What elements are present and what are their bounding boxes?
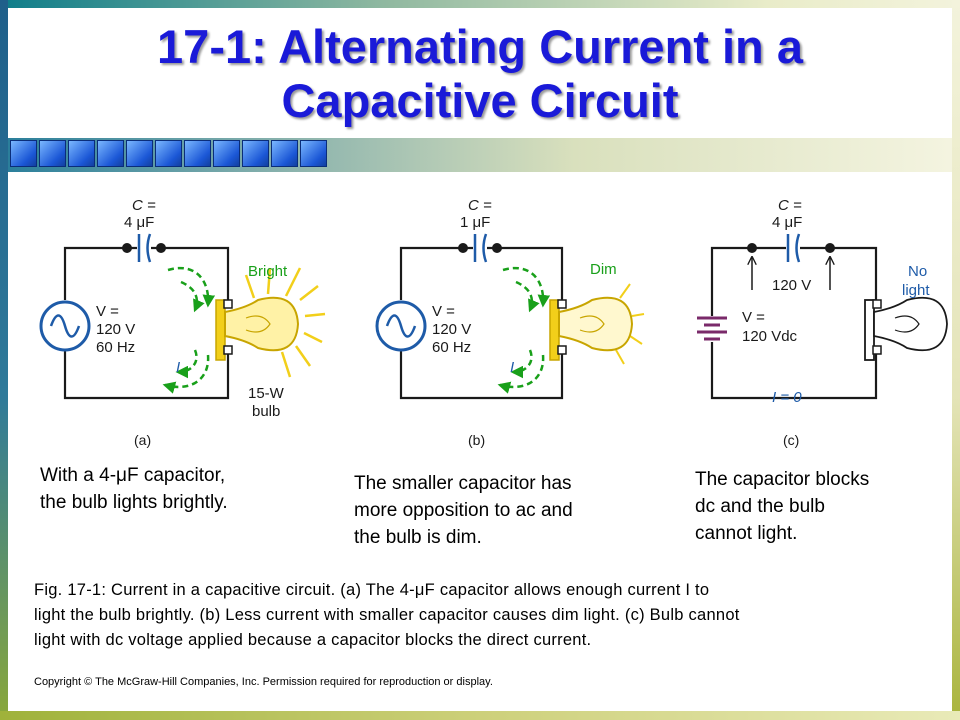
- light-bulb-icon: [864, 296, 948, 361]
- tile-icon: [10, 140, 37, 167]
- cap-c-label: C =: [132, 197, 156, 214]
- cap-c-label: C =: [778, 197, 802, 214]
- frame-top-border: [0, 0, 960, 8]
- panel-b: C = 1 μF V = 120 V 60 Hz Dim I (b): [375, 197, 645, 448]
- frame-bottom-border: [0, 711, 960, 720]
- tile-icon: [39, 140, 66, 167]
- title-line-2: Capacitive Circuit: [281, 74, 679, 127]
- copyright-notice: Copyright © The McGraw-Hill Companies, I…: [34, 676, 493, 688]
- cap-voltage-label: 120 V: [772, 277, 811, 294]
- tile-icon: [126, 140, 153, 167]
- current-label: I: [176, 359, 180, 376]
- cap-value-label: 4 μF: [772, 214, 802, 231]
- junction-dot: [458, 243, 468, 253]
- source-freq-label: 60 Hz: [96, 339, 135, 356]
- capacitor-icon: [137, 233, 152, 263]
- frame-right-border: [952, 0, 960, 720]
- tile-icon: [300, 140, 327, 167]
- figure-caption-line-3: light with dc voltage applied because a …: [34, 631, 592, 649]
- cap-value-label: 1 μF: [460, 214, 490, 231]
- caption-b-line-1: The smaller capacitor has: [354, 473, 572, 494]
- caption-a-line-2: the bulb lights brightly.: [40, 492, 228, 513]
- source-volts-label: 120 V: [432, 321, 471, 338]
- current-arrows: [162, 267, 216, 394]
- panel-a-label: (a): [134, 432, 151, 448]
- frame-left-border: [0, 0, 8, 720]
- current-arrows: [497, 267, 551, 394]
- tile-icon: [271, 140, 298, 167]
- junction-dot: [825, 243, 835, 253]
- caption-b: The smaller capacitor has more oppositio…: [354, 470, 573, 551]
- cap-value-label: 4 μF: [124, 214, 154, 231]
- tile-icon: [97, 140, 124, 167]
- tile-icon: [155, 140, 182, 167]
- caption-c: The capacitor blocks dc and the bulb can…: [695, 466, 869, 547]
- caption-c-line-3: cannot light.: [695, 523, 798, 544]
- caption-b-line-3: the bulb is dim.: [354, 527, 482, 548]
- light-rays: [244, 267, 326, 378]
- tile-icon: [68, 140, 95, 167]
- source-v-label: V =: [96, 303, 119, 320]
- title-line-1: 17-1: Alternating Current in a: [157, 20, 803, 73]
- junction-dot: [747, 243, 757, 253]
- caption-a-line-1: With a 4-μF capacitor,: [40, 465, 226, 486]
- figure-caption: Fig. 17-1: Current in a capacitive circu…: [34, 578, 924, 653]
- light-rays: [615, 283, 645, 365]
- decorative-tile-row: [10, 140, 327, 167]
- ac-source-icon: [375, 300, 427, 352]
- current-label: I: [510, 359, 514, 376]
- source-freq-label: 60 Hz: [432, 339, 471, 356]
- figure-caption-line-1: Fig. 17-1: Current in a capacitive circu…: [34, 581, 710, 599]
- junction-dot: [492, 243, 502, 253]
- caption-b-line-2: more opposition to ac and: [354, 500, 573, 521]
- cap-c-label: C =: [468, 197, 492, 214]
- figure-caption-line-2: light the bulb brightly. (b) Less curren…: [34, 606, 740, 624]
- status-bright-label: Bright: [248, 263, 288, 280]
- junction-dot: [122, 243, 132, 253]
- bulb-word-label: bulb: [252, 403, 280, 420]
- status-dim-label: Dim: [590, 261, 617, 278]
- source-v-label: V =: [742, 309, 765, 326]
- tile-icon: [242, 140, 269, 167]
- status-light-label: light: [902, 282, 930, 299]
- panel-c: C = 4 μF 120 V V = 120 Vdc No light I = …: [697, 197, 948, 448]
- slide-title: 17-1: Alternating Current in a Capacitiv…: [40, 20, 920, 128]
- source-v-label: V =: [432, 303, 455, 320]
- wires: [399, 246, 564, 400]
- tile-icon: [184, 140, 211, 167]
- wires: [710, 246, 878, 400]
- source-volts-label: 120 V: [96, 321, 135, 338]
- panel-b-label: (b): [468, 432, 485, 448]
- light-bulb-icon: [215, 267, 326, 378]
- bulb-rating-label: 15-W: [248, 385, 285, 402]
- caption-a: With a 4-μF capacitor, the bulb lights b…: [40, 462, 228, 516]
- source-volts-label: 120 Vdc: [742, 328, 798, 345]
- light-bulb-icon: [549, 283, 645, 365]
- panel-a: C = 4 μF V = 120 V 60 Hz Bright I 15-W b…: [39, 197, 326, 448]
- voltage-arrows: [752, 258, 830, 290]
- status-no-label: No: [908, 263, 927, 280]
- capacitor-icon: [473, 233, 488, 263]
- panel-c-label: (c): [783, 432, 799, 448]
- wires: [63, 246, 230, 400]
- current-zero-label: I = 0: [772, 389, 802, 406]
- caption-c-line-1: The capacitor blocks: [695, 469, 870, 490]
- battery-icon: [697, 316, 727, 341]
- junction-dot: [156, 243, 166, 253]
- tile-icon: [213, 140, 240, 167]
- ac-source-icon: [39, 300, 91, 352]
- caption-c-line-2: dc and the bulb: [695, 496, 825, 517]
- capacitor-icon: [786, 233, 801, 263]
